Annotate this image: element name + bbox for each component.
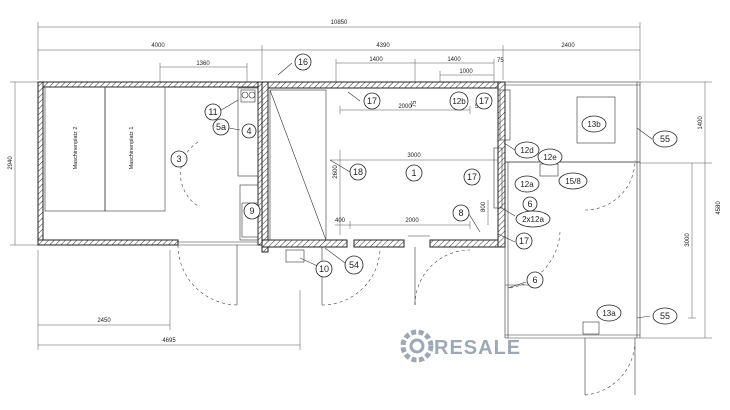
svg-text:13a: 13a [602,309,616,318]
callout-3: 3 [170,150,188,168]
middle-module-walls [261,81,506,253]
dim-total-width: 10850 [331,20,348,26]
fixture-13b [576,96,616,144]
label-maschinenplatz-2: Maschinenplatz 2 [73,127,79,170]
callout-17c: 17 [463,168,481,186]
dim-400: 400 [335,218,346,224]
callout-8: 8 [452,204,470,222]
dim-3000: 3000 [407,153,421,159]
dim-right-1400: 1400 [698,116,704,130]
svg-text:12a: 12a [520,180,534,189]
callout-12e: 12e [537,148,563,166]
svg-text:12b: 12b [452,97,466,106]
dim-2600: 2600 [333,165,339,179]
dim-800: 800 [481,201,487,212]
bottom-dimensions: 2450 4695 [37,250,301,350]
dim-seg-right: 2400 [561,43,575,49]
callout-12d: 12d [514,141,540,159]
svg-text:11: 11 [208,107,217,117]
fixture-13a [582,321,600,335]
callout-2x12a: 2x12a [515,210,551,228]
dim-75-top: 75 [497,58,504,64]
callout-17a: 17 [363,92,381,110]
svg-text:17: 17 [467,172,477,182]
left-dimension: 2940 [8,81,40,246]
right-module-walls [504,81,641,339]
resale-watermark: RESALE [400,329,521,363]
dim-right-3000: 3000 [685,233,691,247]
gear-icon [400,329,434,363]
svg-text:17: 17 [367,96,377,106]
svg-text:17: 17 [519,236,529,246]
dim-seg-left: 4000 [151,43,165,49]
callout-11: 11 [204,103,222,121]
callout-13b: 13b [581,115,607,133]
right-dimensions: 1400 4580 3000 [640,81,722,339]
callout-10: 10 [315,260,333,278]
fixtures-left [237,87,259,241]
svg-text:5a: 5a [216,122,226,132]
machine-places: Maschinenplatz 2 Maschinenplatz 1 [44,86,166,212]
callout-16: 16 [294,53,312,71]
dim-right-4580: 4580 [716,201,722,215]
callout-9: 9 [243,202,261,220]
callout-55a: 55 [652,130,678,148]
callout-12b: 12b [449,91,469,111]
svg-text:9: 9 [249,206,254,216]
svg-text:2x12a: 2x12a [522,215,544,224]
dim-75-mid: 75 [412,100,418,107]
machine-place-1 [104,86,166,212]
callout-55b: 55 [652,307,678,325]
svg-text:6: 6 [532,275,537,285]
svg-text:16: 16 [298,57,308,67]
dim-1400a: 1400 [369,57,383,63]
callout-15-8: 15/8 [558,172,588,190]
dim-1400b: 1400 [447,57,461,63]
top-dimensions: 10850 4000 4390 2400 1360 1400 1400 1000… [37,20,641,84]
svg-text:12d: 12d [520,146,533,155]
callout-12a: 12a [514,175,540,193]
svg-text:10: 10 [319,264,329,274]
dim-1000: 1000 [459,69,473,75]
svg-text:18: 18 [353,167,363,177]
callout-54: 54 [344,255,364,275]
dim-1360: 1360 [196,61,210,67]
svg-text:12e: 12e [543,153,557,162]
fixtures-right [539,96,616,335]
callout-17b: 17 [475,92,493,110]
svg-text:4: 4 [246,126,251,136]
svg-text:1: 1 [411,168,416,178]
dim-2000-bottom: 2000 [405,218,419,224]
dim-left-height: 2940 [8,156,14,170]
callout-1: 1 [405,164,423,182]
svg-text:55: 55 [660,134,670,144]
callout-5a: 5a [212,118,230,136]
left-module-walls [37,81,264,246]
watermark-text: RESALE [434,337,521,359]
callout-leaders [217,62,653,319]
dim-bottom-4695: 4695 [162,338,176,344]
dim-2000-top: 2000 [398,104,412,110]
svg-text:6: 6 [527,199,532,209]
svg-text:15/8: 15/8 [565,177,581,186]
dim-seg-mid: 4390 [376,43,390,49]
label-maschinenplatz-1: Maschinenplatz 1 [129,127,135,170]
callout-6b: 6 [526,271,544,289]
svg-text:13b: 13b [587,120,601,129]
callout-4: 4 [241,123,257,139]
svg-text:17: 17 [479,96,489,106]
callout-18: 18 [349,163,367,181]
svg-text:8: 8 [458,208,463,218]
svg-text:3: 3 [176,154,181,164]
dim-bottom-2450: 2450 [97,318,111,324]
fixtures-middle [285,89,511,263]
callout-13a: 13a [596,304,622,322]
svg-text:54: 54 [349,260,359,270]
callout-6a: 6 [522,196,538,212]
svg-text:55: 55 [660,311,670,321]
callout-17d: 17 [515,232,533,250]
